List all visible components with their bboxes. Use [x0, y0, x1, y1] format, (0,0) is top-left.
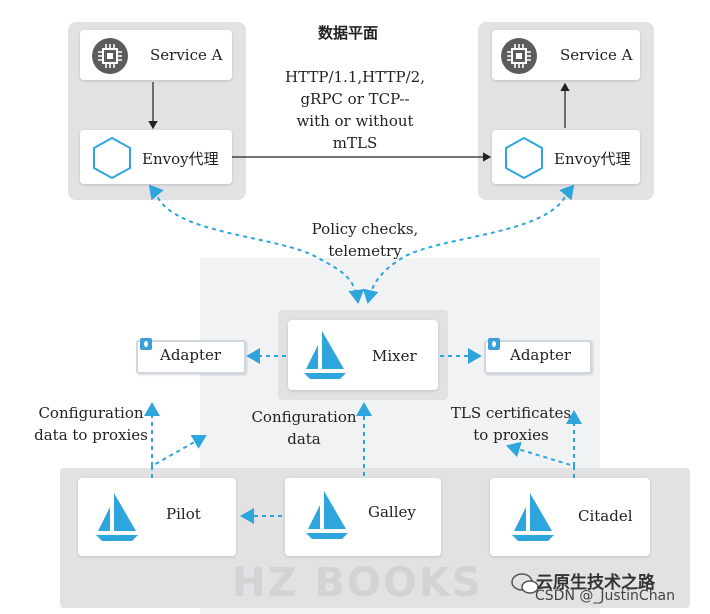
protocol-line: mTLS [332, 134, 378, 152]
config-proxies-text: Configuration data to proxies [26, 402, 156, 446]
protocol-line: gRPC or TCP-- [300, 90, 410, 108]
right-envoy-to-mixer-curve [362, 189, 569, 304]
adapter-left[interactable] [136, 340, 246, 374]
protocol-line: HTTP/1.1,HTTP/2, [285, 68, 425, 86]
tls-line: to proxies [473, 426, 549, 444]
config-data-line: Configuration [251, 408, 357, 426]
brand-chat-icon [511, 573, 539, 594]
hexagon-icon [93, 136, 131, 180]
left-service-label: Service A [150, 46, 223, 64]
right-envoy-start [559, 184, 575, 201]
adapter-left-badge-icon [140, 338, 152, 350]
policy-text: Policy checks, telemetry [290, 218, 440, 262]
config-proxies-line: Configuration [38, 404, 144, 422]
galley-card[interactable] [285, 478, 441, 556]
pilot-config-arrow [151, 434, 207, 478]
sail-icon [96, 493, 138, 541]
chip-icon [501, 38, 537, 74]
tls-line: TLS certificates [450, 404, 572, 422]
sail-icon [304, 331, 346, 379]
tls-text: TLS certificates to proxies [446, 402, 576, 446]
sail-icon [512, 493, 554, 541]
citadel-label: Citadel [578, 507, 633, 525]
right-envoy-label: Envoy代理 [554, 150, 631, 168]
policy-line: Policy checks, [311, 220, 419, 238]
policy-line: telemetry [328, 242, 402, 260]
background-watermark: HZ BOOKS [232, 560, 483, 606]
adapter-right-label: Adapter [510, 346, 572, 364]
citadel-card[interactable] [490, 478, 650, 556]
hexagon-icon [505, 136, 543, 180]
right-service-label: Service A [560, 46, 633, 64]
left-envoy-start [148, 184, 164, 201]
adapter-right[interactable] [484, 340, 592, 374]
adapter-right-badge-icon [488, 338, 500, 350]
sail-icon [306, 491, 348, 539]
left-envoy-to-mixer-curve [154, 189, 365, 304]
brand-watermark: 云原生技术之路 [536, 573, 655, 593]
protocol-line: with or without [296, 112, 414, 130]
csdn-watermark: CSDN @_JustinChan [535, 588, 676, 604]
adapter-left-label: Adapter [160, 346, 222, 364]
pilot-card[interactable] [78, 478, 236, 556]
mixer-label: Mixer [372, 347, 417, 365]
citadel-tls-arrow [506, 441, 575, 478]
config-data-line: data [287, 430, 321, 448]
pilot-label: Pilot [166, 505, 201, 523]
protocol-text: HTTP/1.1,HTTP/2, gRPC or TCP-- with or w… [270, 66, 440, 154]
data-plane-title: 数据平面 [318, 24, 379, 42]
config-proxies-line: data to proxies [34, 426, 148, 444]
galley-label: Galley [368, 503, 416, 521]
config-data-text: Configuration data [244, 406, 364, 450]
left-envoy-label: Envoy代理 [142, 150, 219, 168]
chip-icon [92, 38, 128, 74]
